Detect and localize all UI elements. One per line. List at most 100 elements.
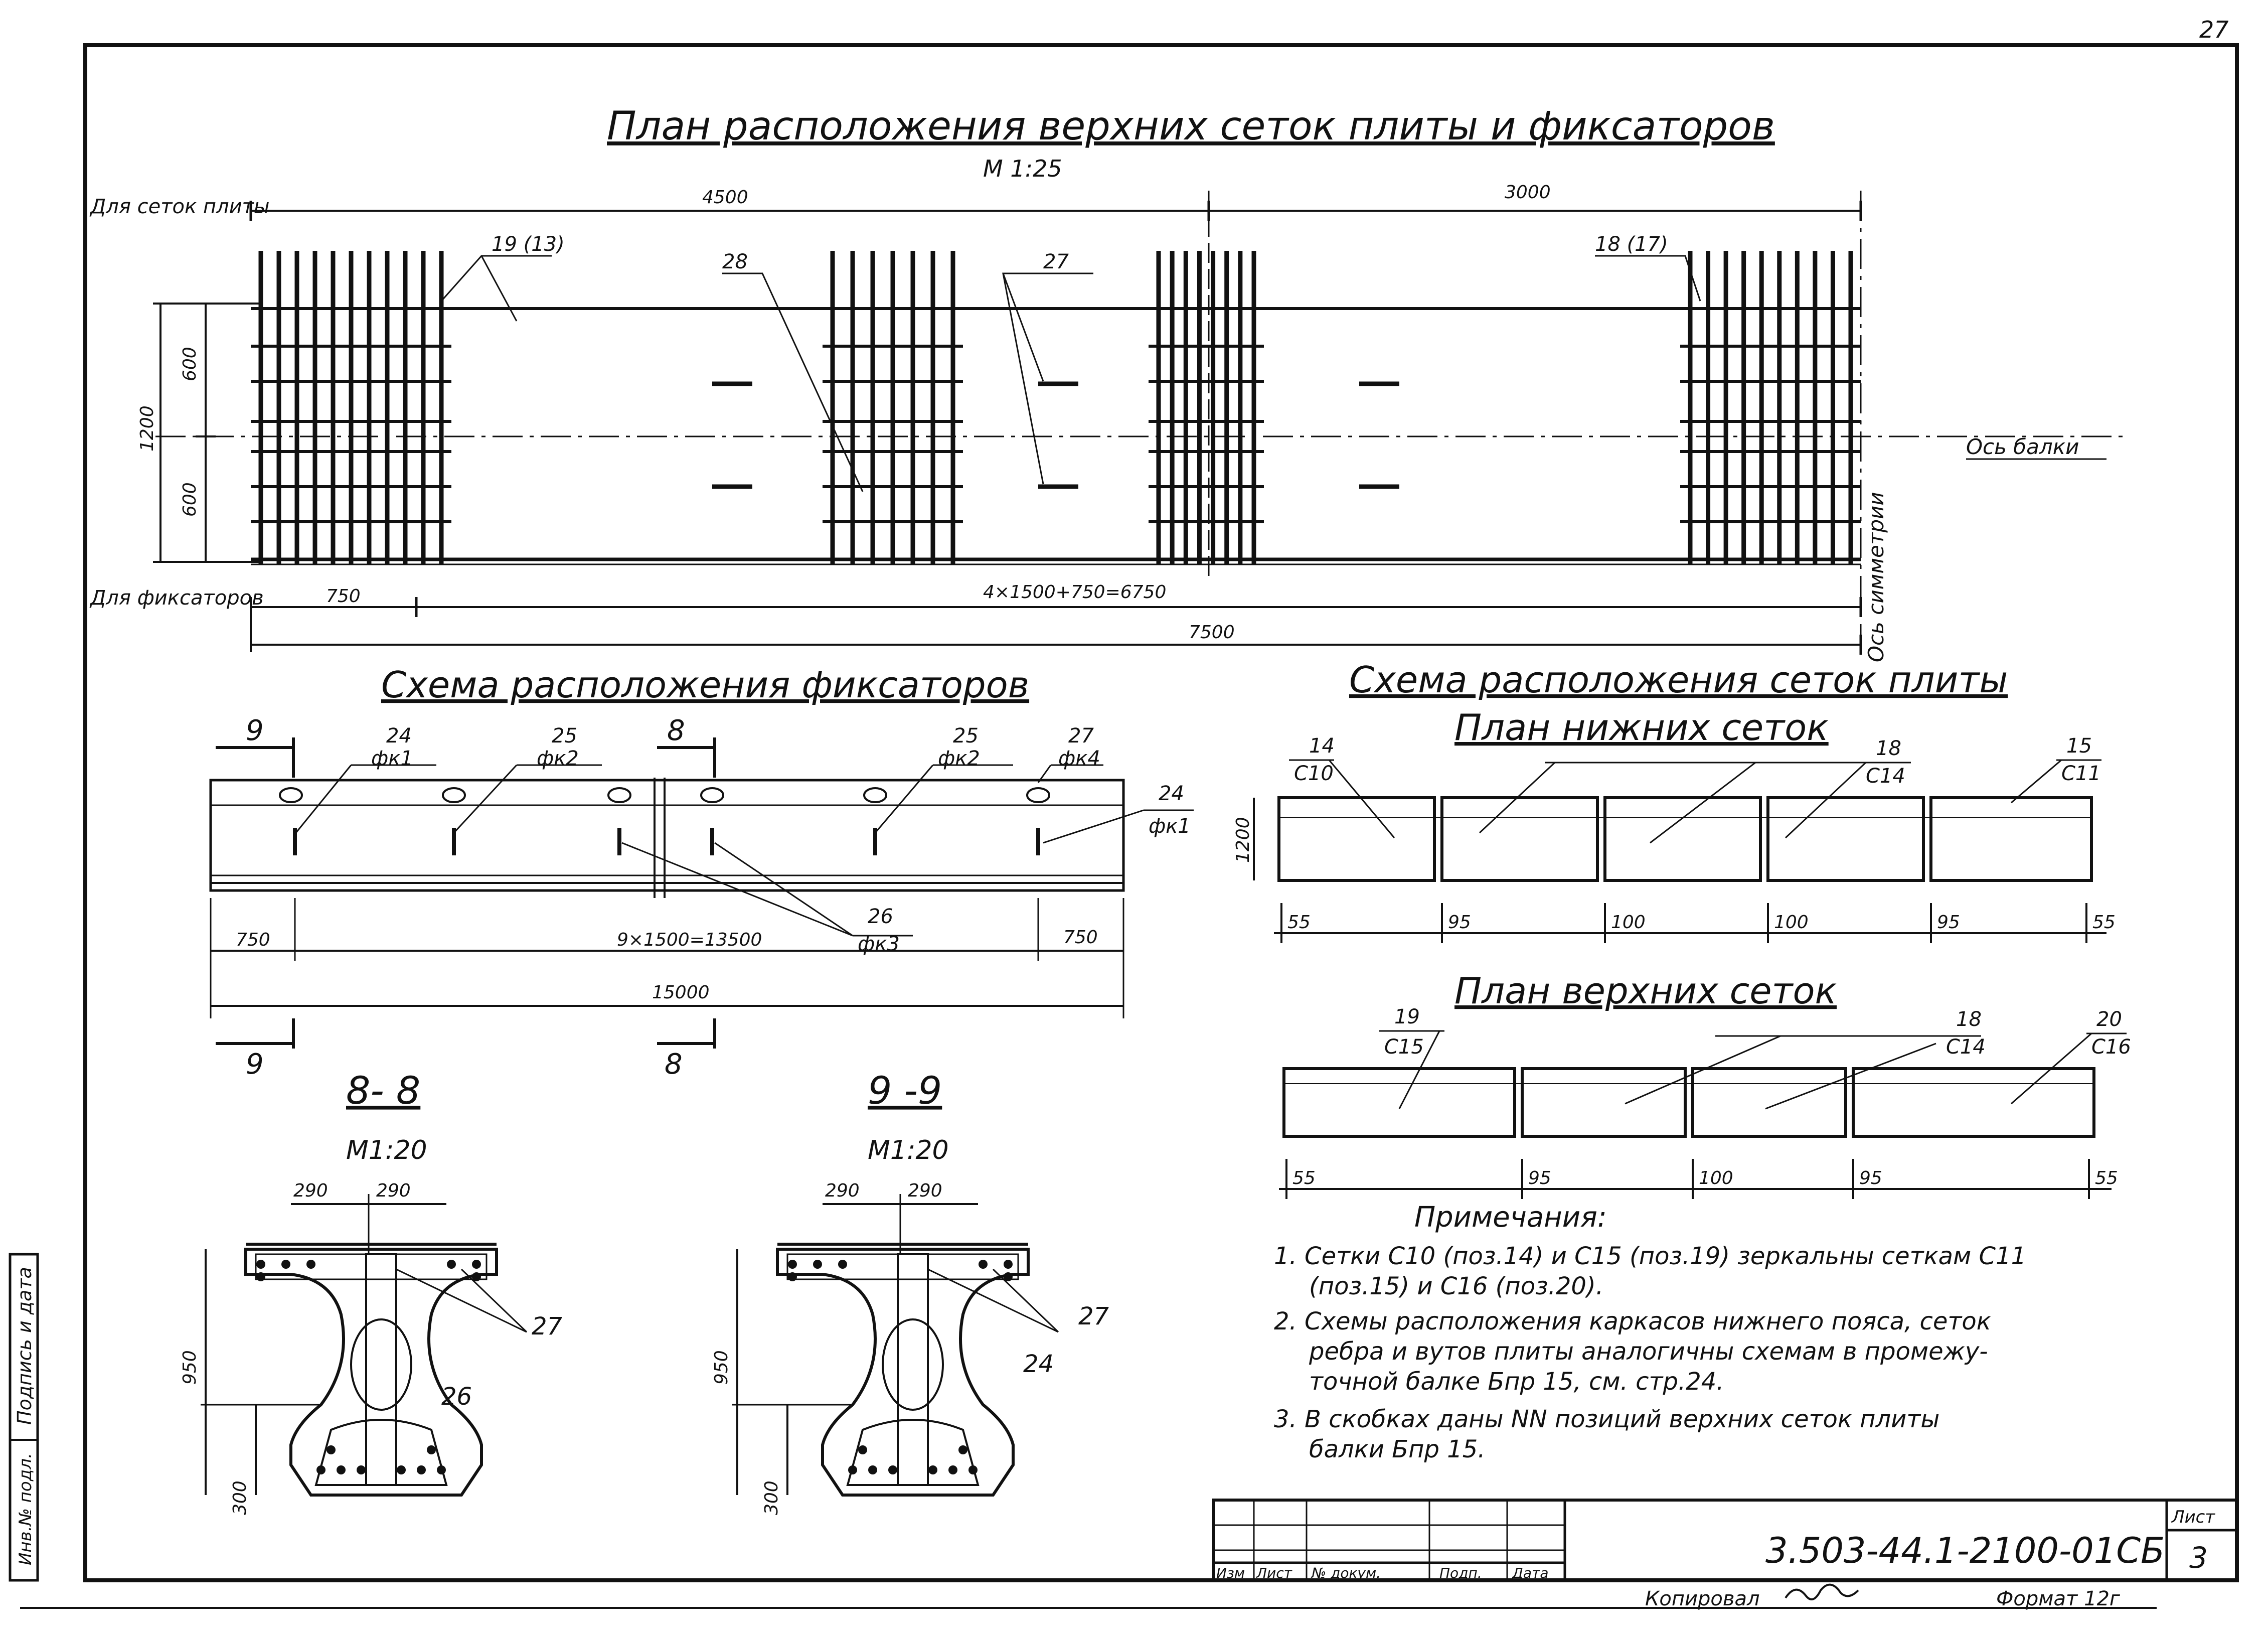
- gap-dim: 55: [2092, 912, 2116, 933]
- format-label: Формат 12г: [1996, 1587, 2121, 1610]
- rebar-dot: [256, 1272, 265, 1281]
- sheet-number: 3: [2189, 1541, 2208, 1575]
- upper-mesh: [1691, 1067, 1847, 1138]
- rebar-dot: [447, 1260, 456, 1269]
- rebar-dot: [979, 1260, 988, 1269]
- pos-19: 19 (13): [492, 233, 565, 256]
- note-3b: балки Бпр 15.: [1309, 1435, 1486, 1463]
- pos-28: 28: [722, 250, 748, 273]
- dim-750: 750: [326, 586, 361, 607]
- dim-1200: 1200: [137, 405, 157, 452]
- leader-19: [440, 255, 552, 302]
- lower-mesh: [1440, 796, 1599, 882]
- label-for-fixators: Для фиксаторов: [89, 586, 264, 610]
- fixator-oval: [442, 787, 466, 803]
- width-1: 290: [825, 1180, 860, 1201]
- drawing-code: 3.503-44.1-2100-01СБ: [1765, 1530, 2165, 1571]
- bottom-chord-cage: [314, 1419, 448, 1486]
- lower-mesh: [1603, 796, 1762, 882]
- leader-26: [621, 842, 853, 937]
- leader-27: [1002, 272, 1093, 485]
- rebar-dot: [838, 1260, 847, 1269]
- height-300: 300: [761, 1480, 782, 1515]
- note-2c: точной балке Бпр 15, см. стр.24.: [1309, 1368, 1724, 1396]
- rebar-dot: [968, 1465, 978, 1474]
- fk3: фк3: [858, 933, 900, 956]
- height-300: 300: [230, 1480, 250, 1515]
- upper-pos-18: 18: [1956, 1008, 1982, 1031]
- section-title: 8- 8: [346, 1068, 420, 1113]
- beam-outline: [209, 779, 1125, 892]
- dim-3000: 3000: [1505, 182, 1551, 203]
- lower-plan-title: План нижних сеток: [1454, 706, 1829, 749]
- rebar-dot: [417, 1465, 426, 1474]
- pos-27: 27: [1078, 1302, 1109, 1330]
- width-2: 290: [908, 1180, 942, 1201]
- rebar-dot: [281, 1260, 290, 1269]
- rebar-dot: [357, 1465, 366, 1474]
- corner-mark: 27: [2199, 16, 2229, 43]
- height-950: 950: [711, 1350, 732, 1385]
- section-8-top: 8: [667, 714, 685, 747]
- lower-c10: С10: [1294, 762, 1334, 785]
- rebar-dot: [813, 1260, 822, 1269]
- section-8-8: 8- 8 М1:20 290 290 950 300 27 26: [180, 1068, 563, 1515]
- leader-lower-14: [1328, 760, 1395, 838]
- section-8-bottom: 8: [665, 1048, 683, 1081]
- rib-cage: [897, 1253, 929, 1486]
- leader-19b: [480, 255, 518, 322]
- dim-600-bottom: 600: [180, 482, 200, 517]
- rebar-dot: [306, 1260, 315, 1269]
- gap-dim: 95: [1859, 1168, 1882, 1188]
- gap-dim: 95: [1528, 1168, 1551, 1188]
- fixator-scheme: Схема расположения фиксаторов 9 8 24 фк1: [209, 664, 1194, 1081]
- pos-18: 18 (17): [1595, 233, 1668, 256]
- rebar-dot: [928, 1465, 937, 1474]
- lower-mesh: [1929, 796, 2093, 882]
- note-2a: 2. Схемы расположения каркасов нижнего п…: [1274, 1307, 1991, 1335]
- mesh-groups: [251, 251, 1861, 564]
- leader: [460, 1268, 528, 1333]
- fixator-oval: [700, 787, 724, 803]
- leader-24b: [295, 765, 352, 833]
- fixator-oval: [279, 787, 303, 803]
- rebar-dot: [858, 1445, 867, 1454]
- section-scale: М1:20: [868, 1135, 949, 1165]
- dim-sum: 4×1500+750=6750: [983, 582, 1166, 603]
- beam-cross-section: [776, 1248, 1030, 1497]
- leader-28: [722, 272, 864, 492]
- upper-c15: С15: [1384, 1035, 1424, 1059]
- note-2b: ребра и вутов плиты аналогичны схемам в …: [1309, 1337, 1988, 1366]
- fk1r: фк1: [1149, 815, 1191, 838]
- dim-750-left: 750: [236, 930, 270, 950]
- rib-stirrup: [350, 1318, 412, 1411]
- bottom-chord-cage: [846, 1419, 980, 1486]
- fixator-scheme-title: Схема расположения фиксаторов: [381, 664, 1029, 706]
- rebar-dot: [327, 1445, 336, 1454]
- leader: [927, 1268, 1059, 1333]
- section-9-9: 9 -9 М1:20 290 290 950 300 27 24: [711, 1068, 1109, 1515]
- rebar-dot: [958, 1445, 967, 1454]
- pos-24: 24: [386, 724, 412, 748]
- section-9-bottom: 9: [246, 1048, 264, 1081]
- upper-plan-title: План верхних сеток: [1454, 970, 1837, 1012]
- rebar-dot: [472, 1260, 481, 1269]
- dim-600-top: 600: [180, 347, 200, 381]
- upper-c16: С16: [2091, 1035, 2131, 1059]
- fk2a: фк2: [537, 747, 579, 770]
- beam-axis-label: Ось балки: [1966, 434, 2079, 459]
- leader-upper-18a: [1625, 1035, 1781, 1105]
- lower-mesh: [1277, 796, 1436, 882]
- title-block: Изм Лист № докум. Подп. Дата 3.503-44.1-…: [1212, 1499, 2238, 1610]
- pos-24r: 24: [1159, 782, 1184, 805]
- dim-4500: 4500: [702, 187, 748, 208]
- rebar-dot: [948, 1465, 957, 1474]
- fk2b: фк2: [938, 747, 980, 770]
- lower-c14: С14: [1866, 765, 1905, 788]
- gap-dim: 100: [1699, 1168, 1733, 1188]
- notes: Примечания: 1. Сетки С10 (поз.14) и С15 …: [1274, 1201, 2026, 1463]
- leader-lower-18b: [1650, 762, 1756, 844]
- section-title: 9 -9: [868, 1068, 942, 1113]
